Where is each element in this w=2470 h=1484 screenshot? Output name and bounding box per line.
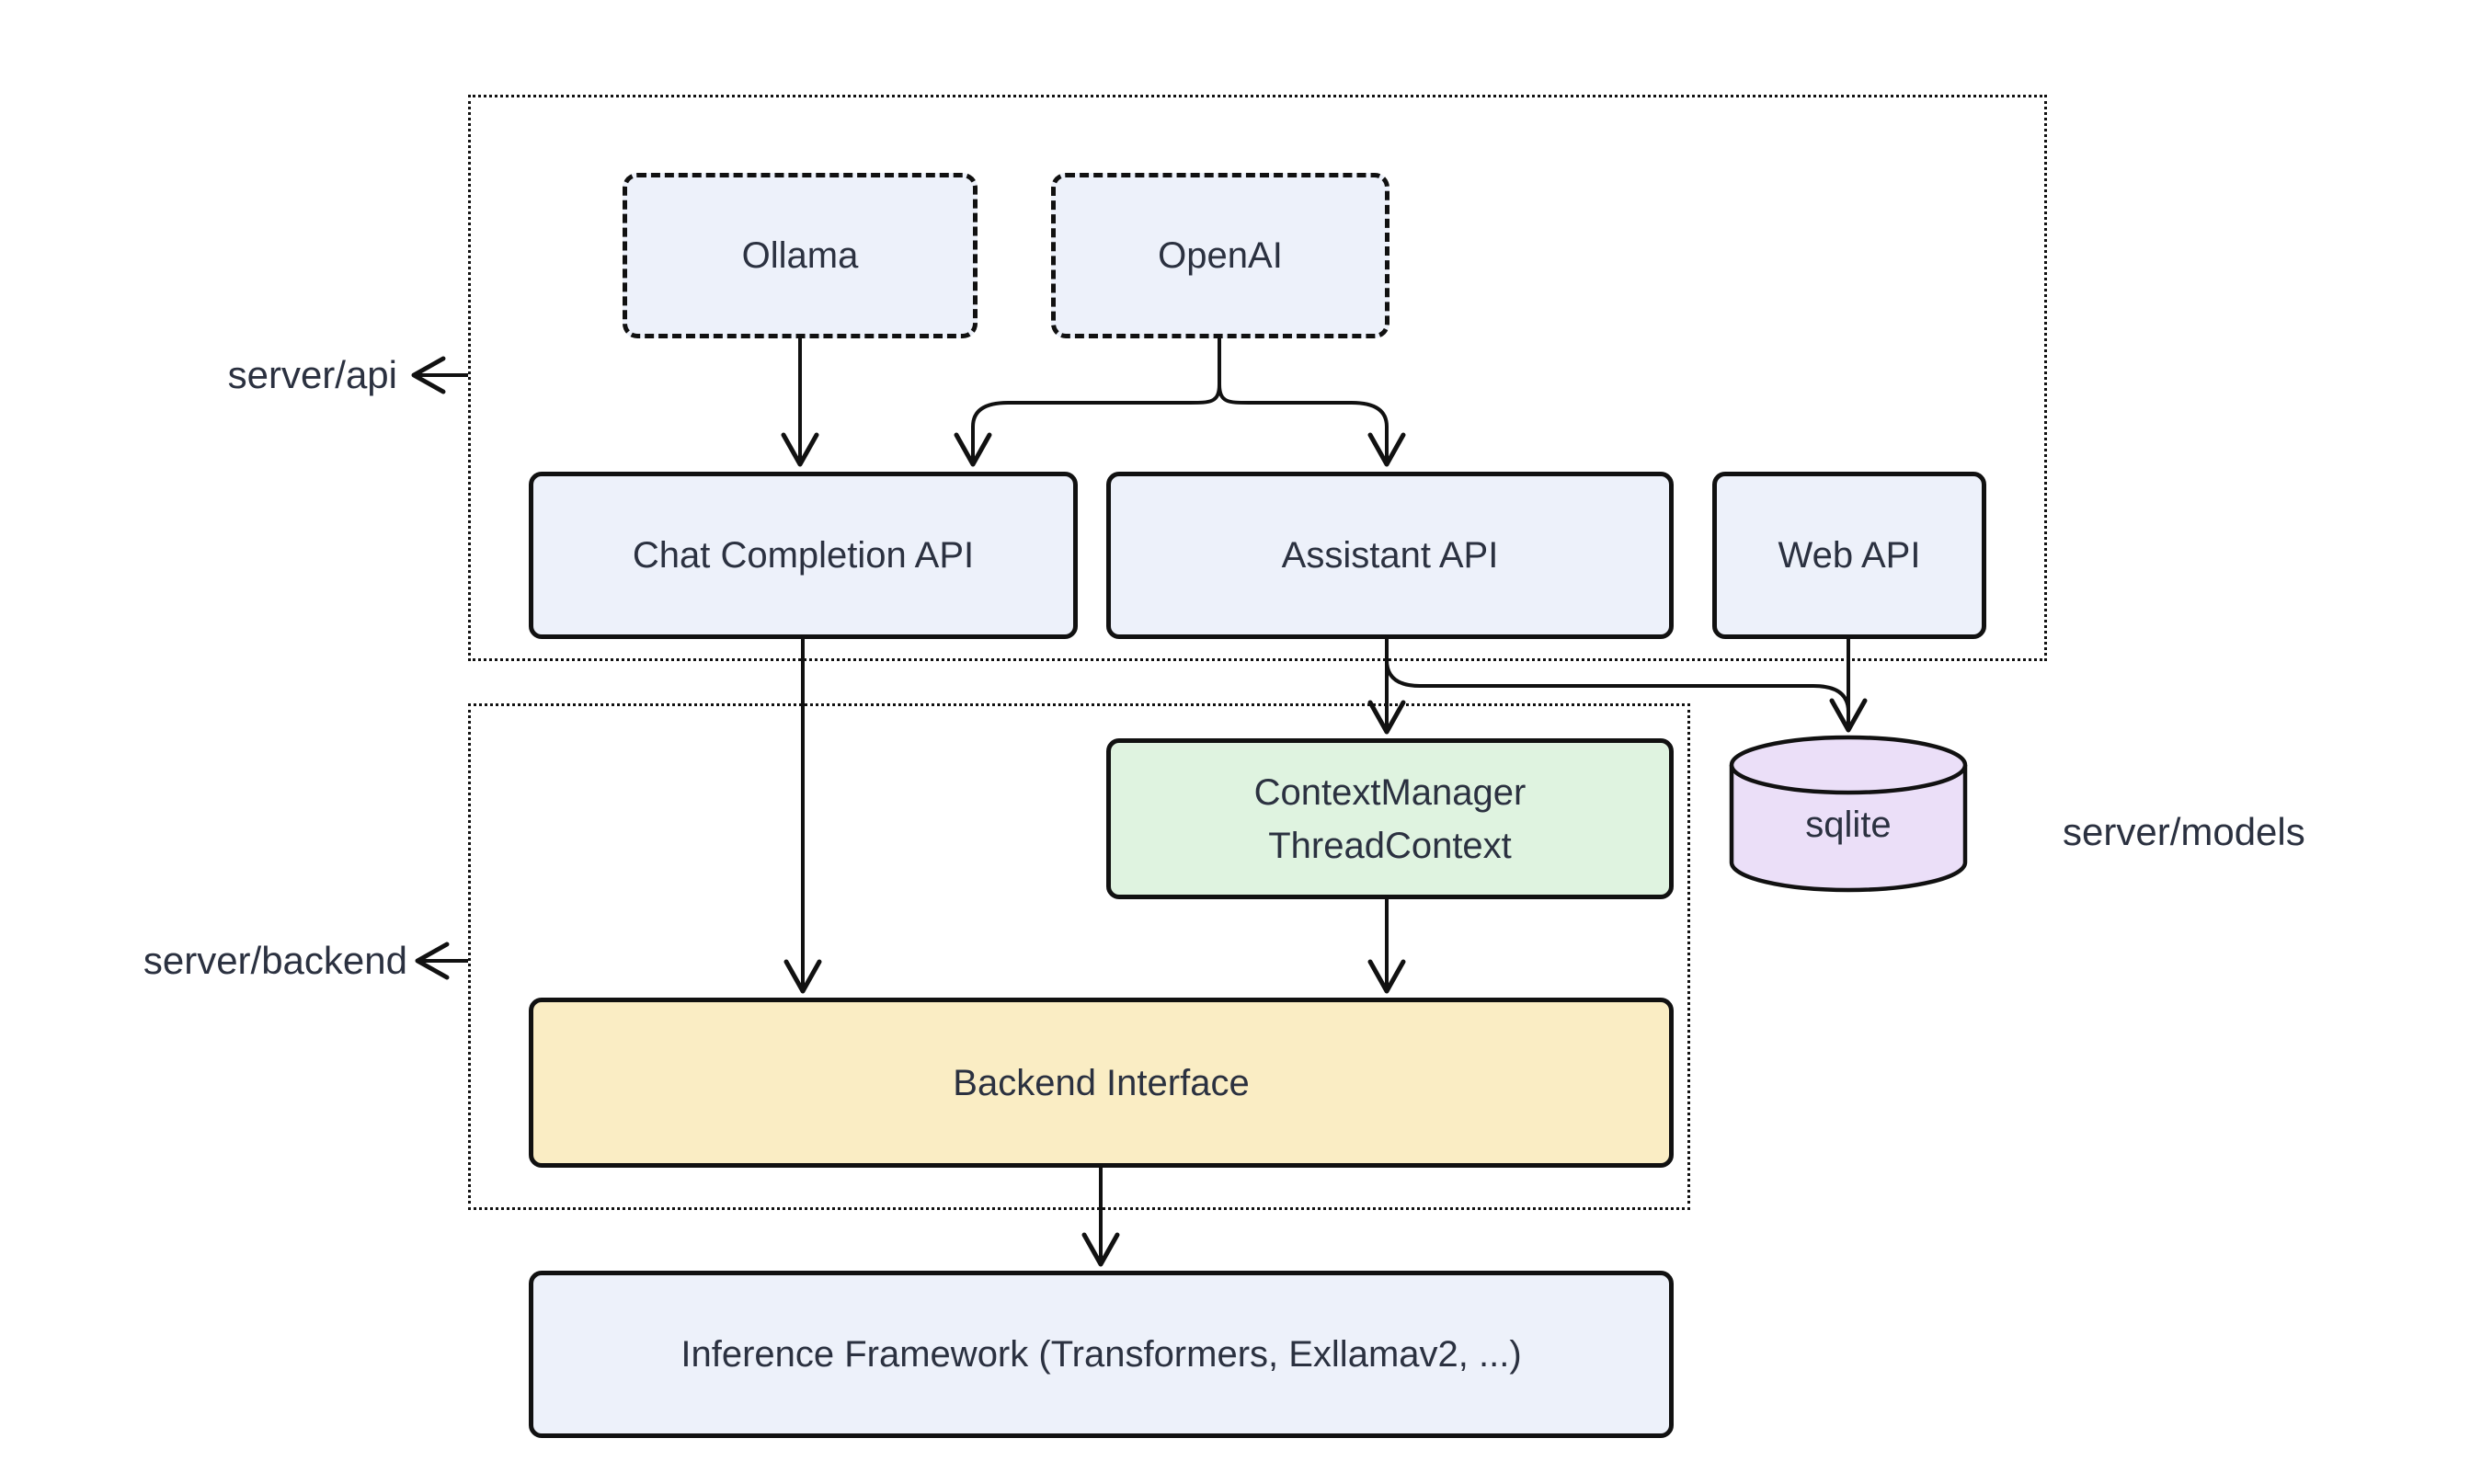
node-assistant-api: Assistant API — [1106, 472, 1674, 639]
label-server-api-text: server/api — [227, 353, 397, 396]
node-sqlite-label: sqlite — [1732, 805, 1965, 846]
node-openai: OpenAI — [1051, 173, 1389, 338]
label-server-models: server/models — [2063, 809, 2305, 855]
node-web-api-label: Web API — [1778, 535, 1921, 576]
node-backend-interface-label: Backend Interface — [953, 1062, 1250, 1103]
node-context-manager-label-line2: ThreadContext — [1268, 825, 1512, 866]
group-server-backend — [468, 703, 1690, 1210]
node-context-manager: ContextManager ThreadContext — [1106, 738, 1674, 899]
edge-openai-to-chat-completion — [954, 338, 1221, 467]
sqlite-cylinder — [1729, 735, 1968, 893]
node-chat-completion-api: Chat Completion API — [529, 472, 1078, 639]
label-server-backend-text: server/backend — [143, 939, 407, 982]
group-server-api — [468, 95, 2047, 661]
label-server-api: server/api — [184, 352, 397, 398]
node-openai-label: OpenAI — [1158, 235, 1283, 276]
node-chat-completion-api-label: Chat Completion API — [632, 535, 975, 576]
node-inference-framework: Inference Framework (Transformers, Exlla… — [529, 1271, 1674, 1438]
node-ollama-label: Ollama — [741, 235, 859, 276]
edge-assistant-to-sqlite — [1385, 659, 1850, 713]
sqlite-label-text: sqlite — [1805, 805, 1892, 845]
label-server-models-text: server/models — [2063, 810, 2305, 853]
edge-openai-to-assistant — [1218, 383, 1406, 467]
node-assistant-api-label: Assistant API — [1281, 535, 1499, 576]
node-ollama: Ollama — [623, 173, 978, 338]
label-server-backend: server/backend — [78, 938, 407, 984]
node-context-manager-label-line1: ContextManager — [1253, 771, 1527, 813]
node-inference-framework-label: Inference Framework (Transformers, Exlla… — [680, 1334, 1522, 1375]
node-web-api: Web API — [1712, 472, 1986, 639]
node-backend-interface: Backend Interface — [529, 998, 1674, 1168]
